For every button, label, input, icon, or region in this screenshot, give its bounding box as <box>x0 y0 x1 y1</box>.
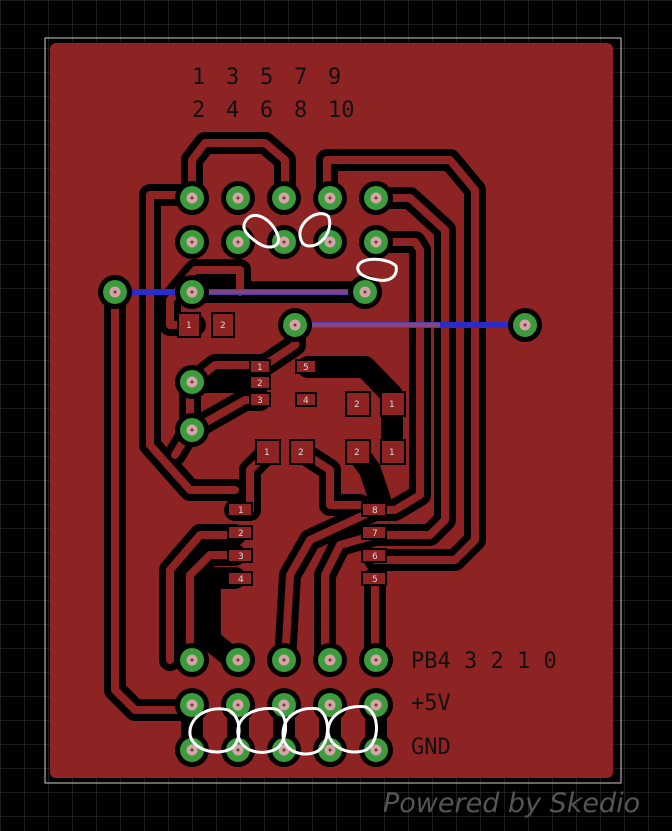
svg-text:1: 1 <box>238 506 244 516</box>
through-hole-pad <box>278 308 312 342</box>
svg-text:7: 7 <box>372 529 378 539</box>
svg-text:2: 2 <box>298 448 304 458</box>
through-hole-pads <box>98 181 542 767</box>
smd-pad <box>295 359 317 374</box>
svg-text:1: 1 <box>186 321 192 331</box>
port-label-gnd: GND <box>411 735 451 760</box>
markup-annotations <box>188 212 398 756</box>
through-hole-pad <box>508 308 542 342</box>
svg-text:2: 2 <box>220 321 226 331</box>
header-label-odd: 9 <box>328 65 341 90</box>
through-hole-pad <box>313 643 347 677</box>
header-label-odd: 3 <box>226 65 239 90</box>
markup-loop <box>356 257 398 282</box>
svg-text:1: 1 <box>264 448 270 458</box>
svg-text:1: 1 <box>389 448 395 458</box>
smd-pads: 1 2 1 2 3 4 5 2 1 2 1 1 2 <box>177 312 406 465</box>
svg-text:8: 8 <box>372 506 378 516</box>
smd-pad <box>249 359 271 374</box>
markup-loop <box>298 212 332 248</box>
header-label-odd: 1 <box>192 65 205 90</box>
svg-text:6: 6 <box>372 552 378 562</box>
svg-text:4: 4 <box>238 575 244 585</box>
chip-pin <box>227 548 253 563</box>
through-hole-pad <box>267 181 301 215</box>
port-label-vcc: +5V <box>411 691 451 716</box>
header-label-even: 2 <box>192 98 205 123</box>
through-hole-pad <box>175 643 209 677</box>
through-hole-pad <box>359 733 393 767</box>
through-hole-pad <box>221 225 255 259</box>
svg-text:2: 2 <box>354 448 360 458</box>
header-label-odd: 5 <box>260 65 273 90</box>
svg-text:2: 2 <box>257 379 263 389</box>
header-label-even: 8 <box>294 98 307 123</box>
svg-text:2: 2 <box>238 529 244 539</box>
through-hole-pad <box>313 181 347 215</box>
svg-text:2: 2 <box>354 400 360 410</box>
smd-pad <box>345 439 371 465</box>
smd-pad <box>249 375 271 390</box>
smd-pad <box>345 391 371 417</box>
smd-pad <box>177 312 201 338</box>
smd-pad <box>380 439 406 465</box>
header-label-even: 10 <box>328 98 355 123</box>
svg-text:4: 4 <box>303 396 309 406</box>
svg-text:5: 5 <box>372 575 378 585</box>
header-label-odd: 7 <box>294 65 307 90</box>
through-hole-pad <box>175 181 209 215</box>
markup-loop <box>236 706 287 754</box>
through-hole-pad <box>221 643 255 677</box>
through-hole-pad <box>267 225 301 259</box>
smd-pad <box>380 391 406 417</box>
through-hole-pad <box>221 688 255 722</box>
chip-pin <box>361 525 387 540</box>
smd-pad <box>249 392 271 407</box>
through-hole-pad <box>175 275 209 309</box>
through-hole-pad <box>359 181 393 215</box>
smd-pad <box>289 439 315 465</box>
smd-pad <box>255 439 281 465</box>
board-outline <box>44 37 622 784</box>
svg-text:1: 1 <box>389 400 395 410</box>
header-label-even: 6 <box>260 98 273 123</box>
port-label-pb: PB4 3 2 1 0 <box>411 649 557 674</box>
header-labels: 1 3 5 7 9 2 4 6 8 10 <box>192 65 355 123</box>
through-hole-pad <box>359 225 393 259</box>
svg-text:1: 1 <box>257 363 263 373</box>
svg-text:3: 3 <box>257 396 263 406</box>
chip-pin <box>361 571 387 586</box>
through-hole-pad <box>267 643 301 677</box>
through-hole-pad <box>175 733 209 767</box>
chip-pin <box>227 525 253 540</box>
through-hole-pad <box>221 181 255 215</box>
header-label-even: 4 <box>226 98 239 123</box>
chip-pins: 1 2 3 4 5 6 7 8 <box>227 502 387 586</box>
bottom-traces <box>115 289 525 328</box>
svg-text:5: 5 <box>303 363 309 373</box>
chip-pin <box>361 502 387 517</box>
markup-loop <box>242 214 280 249</box>
smd-pad <box>211 312 235 338</box>
through-hole-pad <box>175 413 209 447</box>
smd-pad <box>295 392 317 407</box>
chip-pin <box>361 548 387 563</box>
through-hole-pad <box>348 275 382 309</box>
through-hole-pad <box>267 733 301 767</box>
through-hole-pad <box>359 688 393 722</box>
through-hole-pad <box>175 225 209 259</box>
markup-loop <box>326 704 378 754</box>
svg-text:3: 3 <box>238 552 244 562</box>
chip-pin <box>227 502 253 517</box>
through-hole-pad <box>175 688 209 722</box>
through-hole-pad <box>313 688 347 722</box>
through-hole-pad <box>98 275 132 309</box>
port-labels: PB4 3 2 1 0 +5V GND <box>411 649 557 760</box>
through-hole-pad <box>175 365 209 399</box>
chip-pin <box>227 571 253 586</box>
watermark: Powered by Skedio <box>383 788 640 819</box>
through-hole-pad <box>359 643 393 677</box>
